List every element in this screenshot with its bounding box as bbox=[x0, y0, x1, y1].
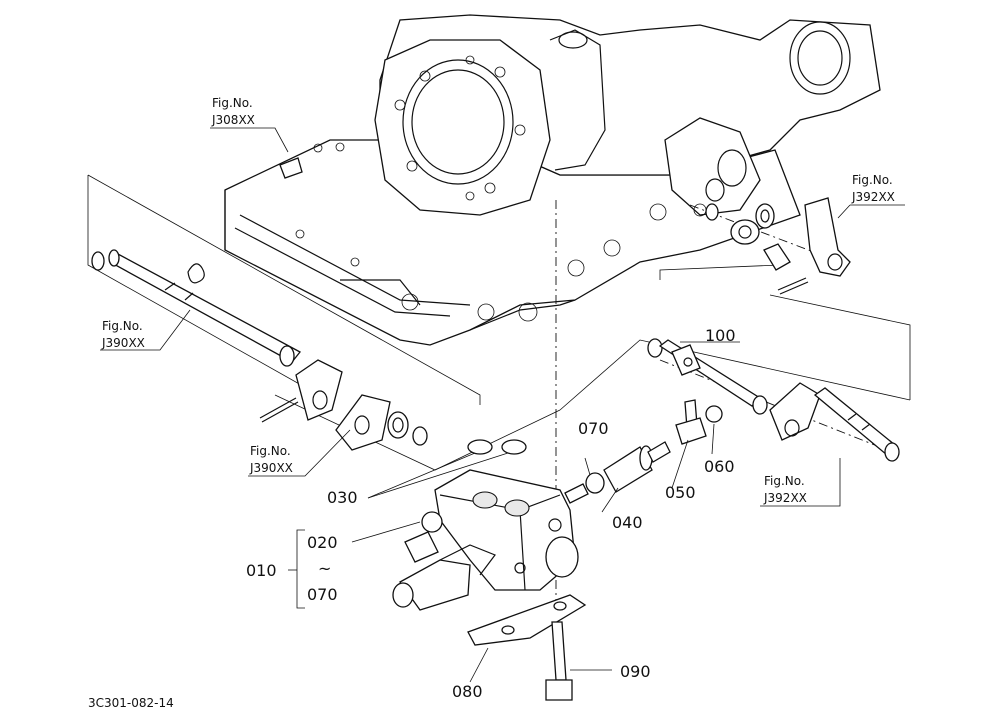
leader-lines bbox=[100, 127, 905, 683]
part-100-rod bbox=[647, 338, 768, 415]
part-number-030: 030 bbox=[327, 488, 358, 507]
o-ring-030-a bbox=[467, 439, 493, 455]
part-number-040: 040 bbox=[612, 513, 643, 532]
part-number-050: 050 bbox=[665, 483, 696, 502]
part-number-080: 080 bbox=[452, 682, 483, 701]
part-060-washer bbox=[705, 405, 723, 423]
drawing-id: 3C301-082-14 bbox=[88, 696, 174, 710]
part-number-090: 090 bbox=[620, 662, 651, 681]
part-070-fitting bbox=[564, 472, 605, 504]
fig-ref-number: J392XX bbox=[851, 190, 895, 204]
valve-body bbox=[392, 469, 587, 646]
part-number-070-range: 070 bbox=[307, 585, 338, 604]
part-number-060: 060 bbox=[704, 457, 735, 476]
fig-ref-number: J390XX bbox=[249, 461, 293, 475]
part-040-plunger bbox=[603, 441, 671, 493]
left-lift-shaft bbox=[91, 249, 428, 451]
part-number-100: 100 bbox=[705, 326, 736, 345]
fig-ref-label: Fig.No. bbox=[102, 319, 143, 333]
part-090-bolt bbox=[545, 621, 573, 701]
fig-ref-j390-left: Fig.No. J390XX bbox=[101, 319, 145, 350]
fig-ref-j308: Fig.No. J308XX bbox=[211, 96, 255, 127]
fig-ref-label: Fig.No. bbox=[212, 96, 253, 110]
fig-ref-label: Fig.No. bbox=[250, 444, 291, 458]
part-number-020: 020 bbox=[307, 533, 338, 552]
part-050-elbow bbox=[675, 399, 707, 445]
fig-ref-j392-right: Fig.No. J392XX bbox=[763, 474, 807, 505]
transmission-housing bbox=[224, 14, 881, 346]
assembly-boundary-lines bbox=[87, 174, 911, 471]
part-number-070: 070 bbox=[578, 419, 609, 438]
horizontal-centre-line-right bbox=[659, 359, 901, 456]
right-lift-shaft-lower bbox=[769, 382, 900, 462]
fig-ref-label: Fig.No. bbox=[852, 173, 893, 187]
part-number-tilde: ~ bbox=[318, 559, 331, 578]
fig-ref-j392-top: Fig.No. J392XX bbox=[851, 173, 895, 204]
fig-ref-number: J390XX bbox=[101, 336, 145, 350]
right-lift-shaft-upper bbox=[705, 197, 851, 295]
fig-ref-label: Fig.No. bbox=[764, 474, 805, 488]
fig-ref-number: J392XX bbox=[763, 491, 807, 505]
fig-ref-j390-mid: Fig.No. J390XX bbox=[249, 444, 293, 475]
part-number-010: 010 bbox=[246, 561, 277, 580]
o-ring-030-b bbox=[501, 439, 527, 455]
fig-ref-number: J308XX bbox=[211, 113, 255, 127]
